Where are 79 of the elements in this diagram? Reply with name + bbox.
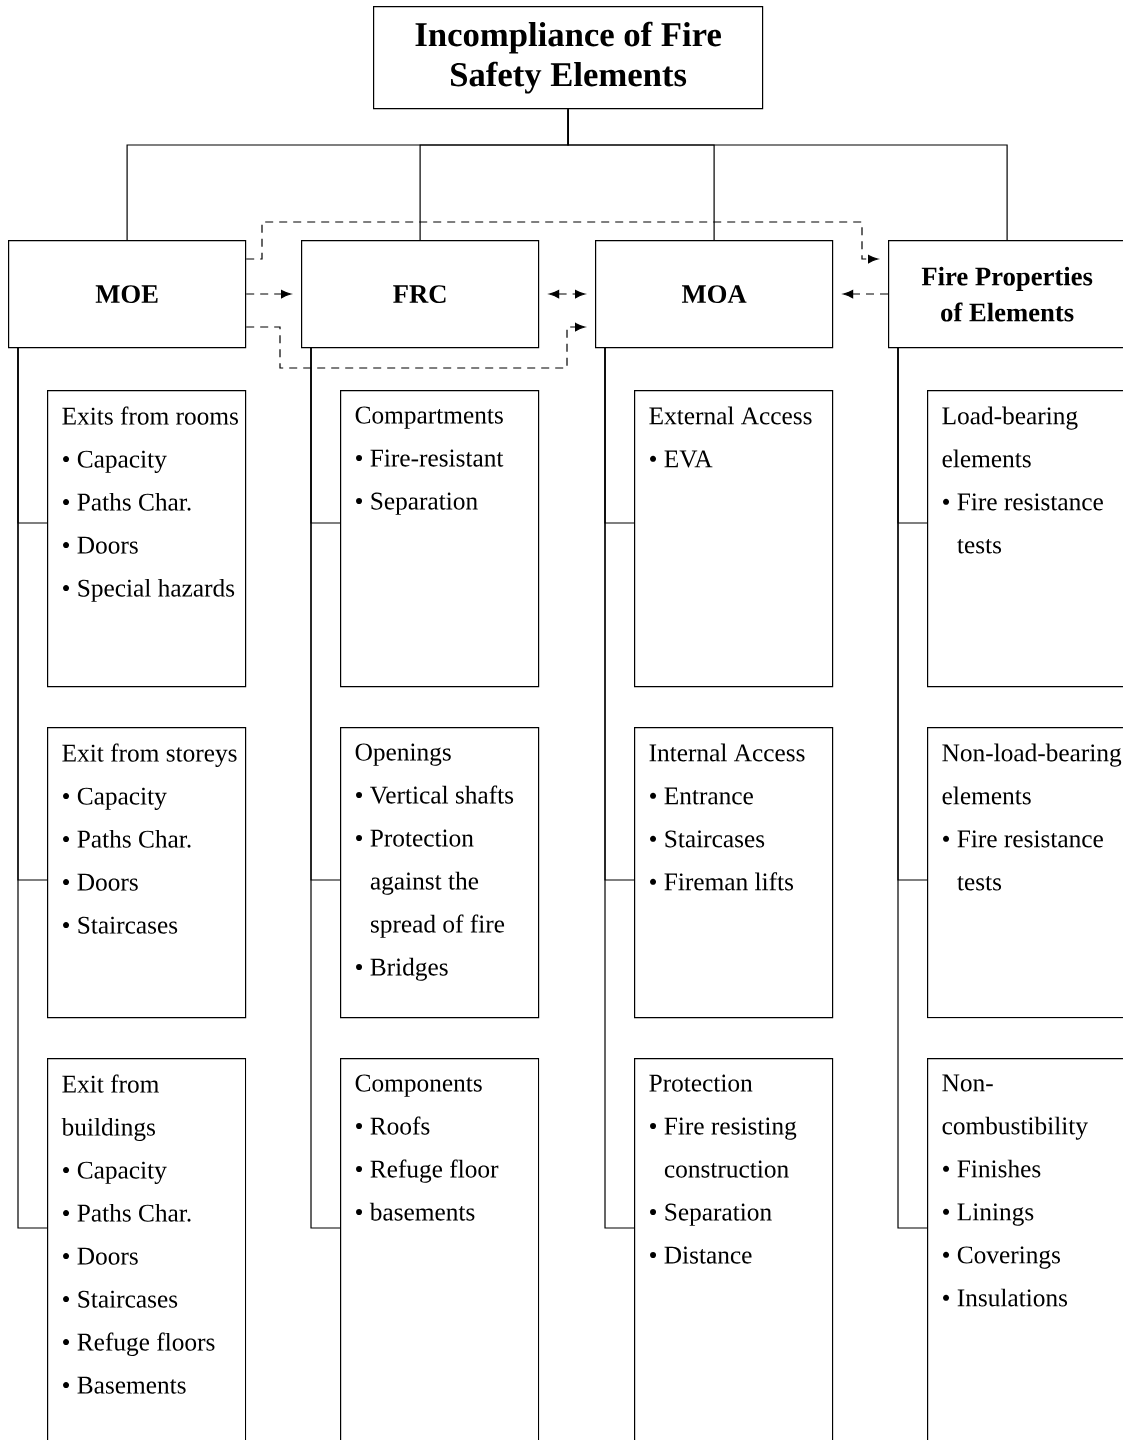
category-title: Fire Properties of Elements [921,266,1093,322]
list-item: • Refuge floor [356,1159,499,1183]
list-item: • Vertical shafts [356,785,514,804]
list-item: • Doors [63,1247,138,1265]
list-item: • Doors [63,536,138,554]
list-item: • Fire resistance tests [943,830,1103,891]
heading: Incompliance of Fire Safety Elements [415,21,721,94]
list-item: • Fireman lifts [650,872,794,891]
connector-line [310,346,341,1229]
category-box [8,240,247,349]
list-item: • Fire-resistant [356,449,504,467]
list-box [47,727,247,1019]
list-box [47,390,247,688]
list-box [927,727,1123,1019]
list-item: • basements [356,1202,475,1221]
list-item: • Linings [943,1203,1034,1226]
list-heading: Internal Access [649,743,805,762]
list-item: • Staircases [650,830,765,848]
list-item: • Basements [63,1376,186,1394]
category-box [595,240,834,349]
list-box [927,390,1123,688]
dashed-arrow [843,289,889,299]
list-item: • Paths Char. [63,492,191,511]
list-item: • Distance [650,1246,752,1264]
category-title: MOE [95,285,158,304]
list-item: • Staircases [63,916,178,934]
list-box [340,1058,540,1440]
list-item: • Paths Char. [63,1203,191,1222]
list-item: • Staircases [63,1290,178,1308]
list-item: • Fire resistance tests [943,493,1103,554]
connector-line [897,346,928,1229]
list-item: • Capacity [63,450,167,473]
connector-line [604,346,635,1229]
dashed-arrow [549,289,586,299]
connector-line [17,346,48,1229]
list-box [927,1058,1123,1440]
list-item: • Doors [63,873,138,891]
dashed-arrow [245,322,586,369]
list-item: • Capacity [63,1161,167,1184]
category-title: MOA [682,285,747,304]
list-heading: Non-combustibility [942,1074,1088,1140]
list-item: • Separation [650,1203,772,1226]
list-item: • EVA [650,450,713,468]
list-heading: Exits from rooms [62,406,238,425]
dashed-arrow [245,289,292,299]
list-box [340,727,540,1019]
list-heading: Openings [355,743,451,766]
list-item: • Capacity [63,787,167,810]
connector-line [567,108,1008,241]
list-heading: Non-load-bearing elements [942,743,1122,805]
list-item: • Protection against the spread of fire [356,829,505,938]
list-heading: Protection [649,1074,753,1092]
list-box [340,390,540,688]
list-item: • Coverings [943,1246,1060,1269]
list-box [634,1058,834,1440]
list-item: • Special hazards [63,578,235,602]
list-item: • Insulations [943,1288,1068,1307]
list-item: • Roofs [356,1116,430,1135]
list-heading: Components [355,1074,482,1097]
list-item: • Separation [356,492,478,515]
category-title: FRC [393,285,446,304]
list-item: • Paths Char. [63,829,191,848]
list-heading: Compartments [355,406,503,429]
list-box [47,1058,247,1440]
dashed-arrow [245,221,879,264]
list-heading: Exit from storeys [62,743,237,767]
list-heading: Exit from buildings [61,1074,159,1141]
list-heading: External Access [649,406,812,425]
list-item: • Finishes [943,1159,1041,1178]
list-box [634,390,834,688]
category-box [888,240,1123,349]
heading-box [373,6,764,110]
list-item: • Fire resisting construction [650,1117,797,1178]
list-heading: Load-bearing elements [942,406,1078,468]
category-box [301,240,540,349]
list-item: • Refuge floors [63,1332,215,1356]
list-item: • Entrance [650,787,753,805]
list-item: • Bridges [356,957,448,981]
list-box [634,727,834,1019]
